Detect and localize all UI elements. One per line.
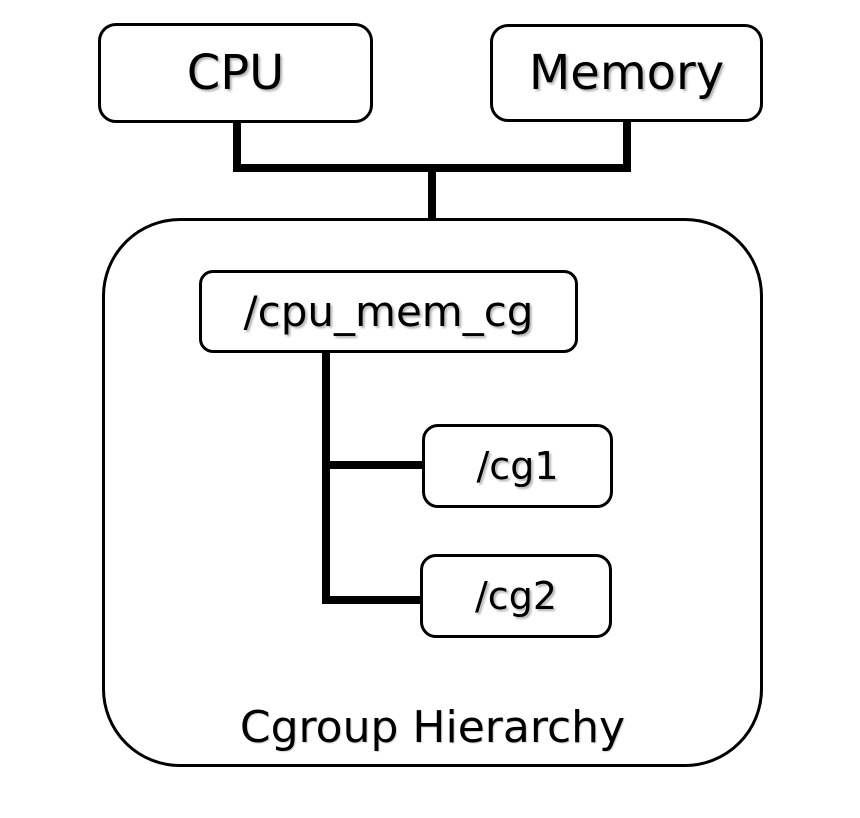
container-caption: Cgroup Hierarchy <box>239 702 626 753</box>
cg2-node-label: /cg2 <box>475 574 557 618</box>
cg2-node: /cg2 <box>420 554 612 638</box>
edge-cpu-vertical-line <box>233 120 241 172</box>
cg1-node-label: /cg1 <box>476 444 559 488</box>
edge-branch-cg2-line <box>322 596 422 604</box>
cg1-node: /cg1 <box>422 424 613 508</box>
memory-node: Memory <box>490 24 763 122</box>
edge-root-trunk-line <box>322 350 330 604</box>
cpu-node: CPU <box>98 23 373 123</box>
edge-memory-vertical-line <box>623 120 631 172</box>
cpu-node-label: CPU <box>186 45 285 101</box>
edge-branch-cg1-line <box>322 461 424 469</box>
root-cgroup-node: /cpu_mem_cg <box>199 270 578 353</box>
root-cgroup-node-label: /cpu_mem_cg <box>243 287 534 336</box>
memory-node-label: Memory <box>528 45 725 101</box>
edge-bus-to-container-line <box>428 164 436 221</box>
